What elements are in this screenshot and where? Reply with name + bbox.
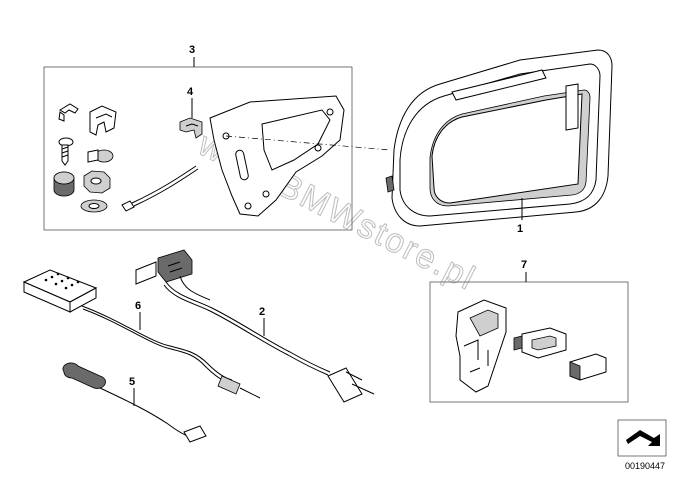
pin-bolt-shank	[87, 149, 99, 163]
bracket-hole-2	[326, 108, 334, 116]
adapter-cable-wire	[99, 387, 189, 437]
washer-hole	[88, 203, 100, 209]
cable-tie-strap	[131, 165, 199, 207]
display-screen-inner	[431, 93, 583, 204]
switch-frame-clip	[513, 335, 523, 351]
holder-part	[179, 117, 203, 139]
switch-button-side	[569, 361, 581, 381]
screw-thread	[61, 146, 69, 158]
switch-set-frame	[429, 281, 629, 403]
switch-set-group: 7	[429, 259, 629, 403]
switch-frame-opening	[531, 335, 557, 351]
display-side-window	[565, 83, 579, 131]
spring-nut-detail	[95, 113, 113, 119]
icon-frame	[617, 419, 667, 457]
arrow-shape	[626, 430, 660, 446]
hex-nut-hole	[90, 177, 102, 185]
harness-plug	[327, 367, 363, 403]
sensor-pins	[44, 272, 80, 290]
adapter-cable-ferrite	[62, 362, 106, 389]
clip-part	[58, 103, 79, 122]
display-top-window	[451, 69, 547, 101]
rubber-bush-top	[53, 171, 75, 185]
spring-nut-part	[89, 105, 117, 136]
sensor-cable-plug	[217, 375, 241, 395]
callout-6: 6	[135, 300, 141, 312]
display-connector	[385, 175, 395, 193]
bracket-hole-5	[314, 144, 322, 152]
callout-2: 2	[259, 306, 265, 318]
bracket-hole-3	[262, 190, 270, 198]
display-unit: 1	[385, 49, 613, 235]
switch-holder-ribs	[463, 339, 489, 373]
callout-1: 1	[517, 223, 523, 235]
harness-cable-edge	[163, 284, 329, 376]
harness-connector-a	[135, 261, 157, 285]
callout-3: 3	[189, 44, 195, 56]
screw-shank	[61, 144, 69, 166]
bracket-slot	[235, 149, 249, 181]
bracket-cutout	[261, 109, 331, 171]
holder-detail	[185, 123, 199, 127]
cable-tie-head	[121, 200, 135, 212]
document-id: 00190447	[625, 461, 665, 471]
wiring-harness: 2	[135, 249, 375, 403]
bracket-hole-4	[244, 202, 252, 210]
harness-plug-detail	[345, 371, 375, 395]
callout-5: 5	[129, 376, 135, 388]
sensor-cable-edge	[82, 308, 231, 384]
arrow-frame-icon: 00190447	[617, 419, 667, 471]
harness-cable	[165, 281, 331, 373]
callout-4: 4	[187, 86, 194, 98]
callout-7: 7	[521, 259, 527, 271]
mounting-kit-group: 3 4	[43, 44, 391, 231]
alignment-line	[225, 135, 391, 151]
harness-connector-detail	[167, 261, 183, 273]
sensor-cable-pin	[239, 387, 261, 399]
adapter-cable: 5	[62, 362, 207, 443]
sensor-cable-assembly: 6	[22, 269, 261, 399]
harness-wire	[179, 275, 211, 301]
kit-frame	[43, 66, 353, 231]
harness-connector-b	[157, 249, 193, 283]
adapter-cable-plug	[183, 425, 207, 443]
sensor-box-side	[69, 287, 97, 313]
switch-holder-opening	[469, 309, 499, 337]
sensor-cable	[81, 305, 233, 381]
